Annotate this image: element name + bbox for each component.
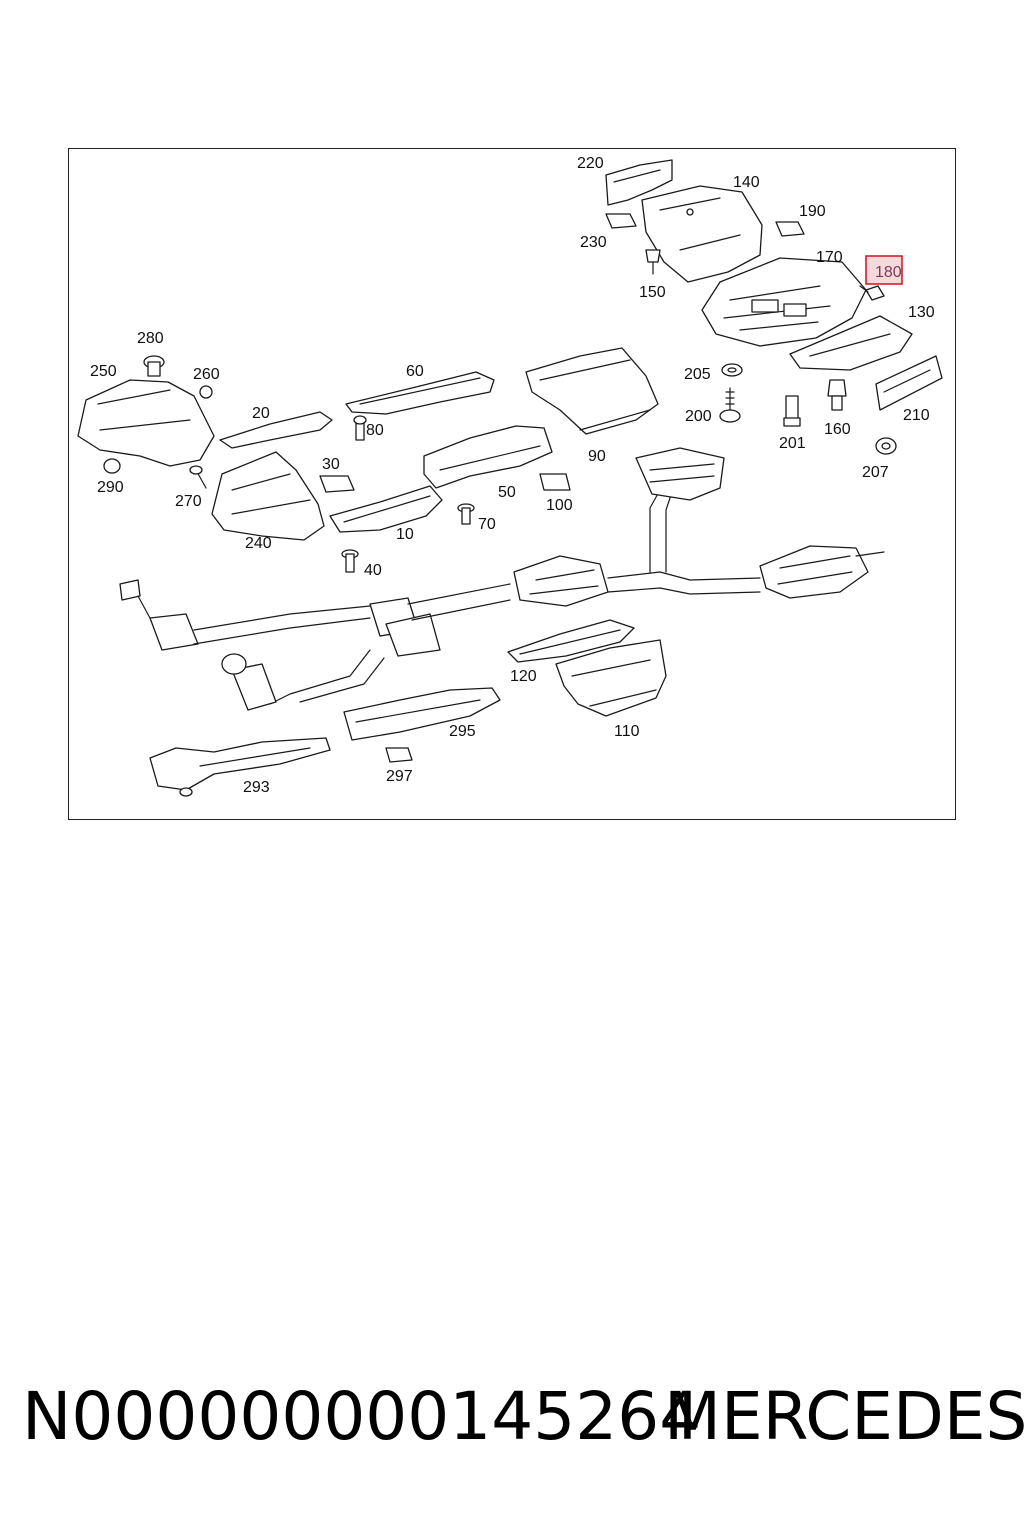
callout-293: 293 <box>243 779 270 796</box>
callout-120: 120 <box>510 668 537 685</box>
part-80-screw <box>353 415 367 441</box>
callout-60: 60 <box>406 363 424 380</box>
callout-10: 10 <box>396 526 414 543</box>
part-297-clip <box>385 747 413 763</box>
part-270-screw <box>189 465 207 489</box>
callout-290: 290 <box>97 479 124 496</box>
callout-110: 110 <box>614 723 640 740</box>
callout-100: 100 <box>546 497 573 514</box>
part-180-screw <box>859 285 885 301</box>
callout-220: 220 <box>577 155 604 172</box>
part-250-shield <box>77 379 215 467</box>
brand-name: MERCEDES <box>664 1378 1024 1455</box>
callout-295: 295 <box>449 723 476 740</box>
callout-160: 160 <box>824 421 851 438</box>
highlight-box-180 <box>865 255 903 285</box>
callout-280: 280 <box>137 330 164 347</box>
part-170-shield <box>701 257 867 347</box>
part-70-clip <box>457 503 475 525</box>
callout-297: 297 <box>386 768 413 785</box>
callout-30: 30 <box>322 456 340 473</box>
callout-270: 270 <box>175 493 202 510</box>
callout-190: 190 <box>799 203 826 220</box>
callout-240: 240 <box>245 535 272 552</box>
callout-20: 20 <box>252 405 270 422</box>
part-60-shield <box>345 371 495 415</box>
callout-260: 260 <box>193 366 220 383</box>
part-140-shield <box>641 185 763 283</box>
part-293-shield <box>149 737 331 797</box>
part-190-clip <box>775 221 805 237</box>
callout-207: 207 <box>862 464 889 481</box>
callout-170: 170 <box>816 249 843 266</box>
callout-230: 230 <box>580 234 607 251</box>
callout-200: 200 <box>685 408 712 425</box>
callout-70: 70 <box>478 516 496 533</box>
callout-210: 210 <box>903 407 930 424</box>
part-207-nut <box>875 437 897 455</box>
callout-201: 201 <box>779 435 806 452</box>
part-201-bolt <box>783 395 801 427</box>
part-30-clip <box>319 475 355 493</box>
part-290-nut <box>103 458 121 474</box>
callout-40: 40 <box>364 562 382 579</box>
exhaust-system <box>119 447 885 711</box>
part-90-shield <box>525 347 659 435</box>
part-120-shield <box>507 619 635 663</box>
part-100-clip <box>539 473 571 491</box>
part-220-shield <box>605 159 673 206</box>
part-50-shield <box>423 425 553 489</box>
part-40-clip <box>341 549 359 573</box>
part-295-shield <box>343 687 501 741</box>
callout-180[interactable]: 180 <box>875 264 902 281</box>
part-10-shield <box>329 485 443 533</box>
part-number: N000000000145264 <box>22 1378 702 1455</box>
part-150-clip <box>645 249 661 275</box>
callout-50: 50 <box>498 484 516 501</box>
callout-140: 140 <box>733 174 760 191</box>
part-240-shield <box>211 451 325 541</box>
part-160-bolt <box>827 379 847 411</box>
callout-205: 205 <box>684 366 711 383</box>
callout-90: 90 <box>588 448 606 465</box>
part-205-washer <box>721 363 743 377</box>
part-230-clip <box>605 213 637 229</box>
part-280-bolt <box>143 355 165 377</box>
part-200-screw <box>719 387 741 423</box>
callout-150: 150 <box>639 284 666 301</box>
part-110-shield <box>555 639 667 717</box>
part-130-shield <box>789 315 913 371</box>
callout-250: 250 <box>90 363 117 380</box>
callout-130: 130 <box>908 304 935 321</box>
part-210-shield <box>875 355 943 411</box>
part-20-shield <box>219 411 333 449</box>
callout-80: 80 <box>366 422 384 439</box>
part-260-bolt <box>199 385 213 399</box>
